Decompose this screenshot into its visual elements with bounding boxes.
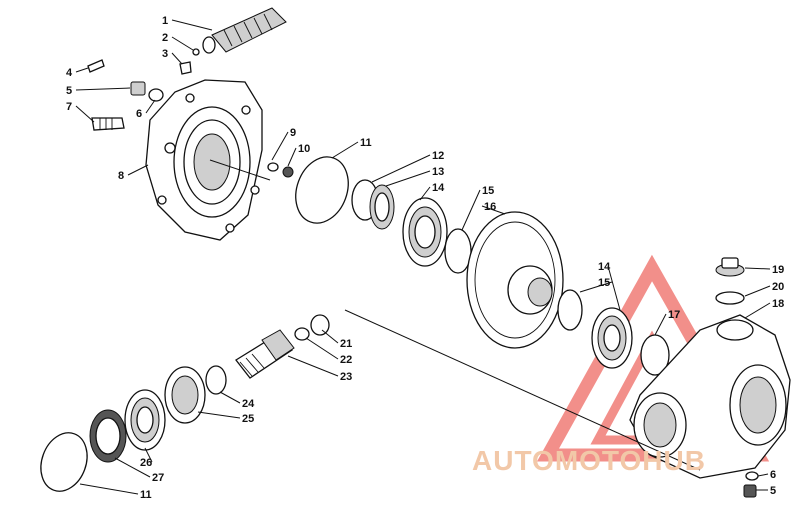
part-fill-washer (715, 291, 745, 305)
callout-18: 18 (772, 298, 784, 310)
callout-5-second: 5 (770, 485, 776, 497)
callout-6-second: 6 (770, 469, 776, 481)
callout-6: 6 (136, 108, 142, 120)
part-o-ring-large (295, 156, 349, 224)
part-ring (192, 48, 200, 56)
callout-15: 15 (482, 185, 494, 197)
callout-24: 24 (242, 398, 255, 410)
callout-9: 9 (290, 127, 296, 139)
callout-23: 23 (340, 371, 352, 383)
callout-21: 21 (340, 338, 352, 350)
callout-11: 11 (360, 137, 372, 149)
part-bearing-1 (402, 197, 448, 267)
part-washer (148, 88, 164, 102)
callout-5: 5 (66, 85, 72, 97)
callout-16: 16 (484, 201, 496, 213)
part-bushing (310, 314, 330, 336)
callout-12: 12 (432, 150, 444, 162)
callout-20: 20 (772, 281, 784, 293)
callout-25: 25 (242, 413, 254, 425)
part-cover-housing (145, 79, 263, 241)
part-plug-bottom (743, 484, 757, 498)
part-fill-plug (715, 257, 745, 277)
part-retaining-ring-1 (444, 228, 472, 274)
callout-26: 26 (140, 457, 152, 469)
callout-2: 2 (162, 32, 168, 44)
callout-19: 19 (772, 264, 784, 276)
callout-14-second: 14 (598, 261, 611, 273)
part-pinion-shaft (235, 329, 295, 379)
part-o-ring-22 (294, 327, 310, 341)
part-boot (202, 7, 287, 54)
callout-3: 3 (162, 48, 168, 60)
watermark-text: AUTOMOTOHUB (472, 445, 706, 476)
callout-17: 17 (668, 309, 680, 321)
part-bearing-26 (124, 389, 166, 451)
callout-8: 8 (118, 170, 124, 182)
callout-7: 7 (66, 101, 72, 113)
part-seal-25 (164, 366, 206, 424)
part-o-ring-large-2 (40, 432, 88, 492)
part-bearing-2 (591, 307, 633, 369)
part-o-ring-24 (205, 365, 227, 395)
callout-22: 22 (340, 354, 352, 366)
part-washer-bottom (745, 471, 759, 481)
part-screw (87, 59, 105, 73)
callout-14: 14 (432, 182, 445, 194)
part-plug (130, 81, 146, 96)
callout-13: 13 (432, 166, 444, 178)
part-gear-case (629, 314, 791, 479)
callout-1: 1 (162, 15, 168, 27)
part-driven-sprocket (466, 211, 564, 349)
part-lock-nut (89, 409, 127, 463)
part-drain-plug (282, 166, 294, 178)
part-pin (179, 61, 192, 75)
part-o-ring-small (267, 162, 279, 172)
leader-lines (75, 19, 771, 495)
part-retaining-ring-2 (557, 289, 583, 331)
part-bolt (91, 117, 125, 131)
callout-4: 4 (66, 67, 73, 79)
callout-10: 10 (298, 143, 310, 155)
callout-numbers: 1 2 3 4 5 6 7 8 9 10 11 12 13 14 15 16 1… (66, 15, 784, 501)
callout-27: 27 (152, 472, 164, 484)
callout-11-second: 11 (140, 489, 152, 501)
callout-15-second: 15 (598, 277, 610, 289)
